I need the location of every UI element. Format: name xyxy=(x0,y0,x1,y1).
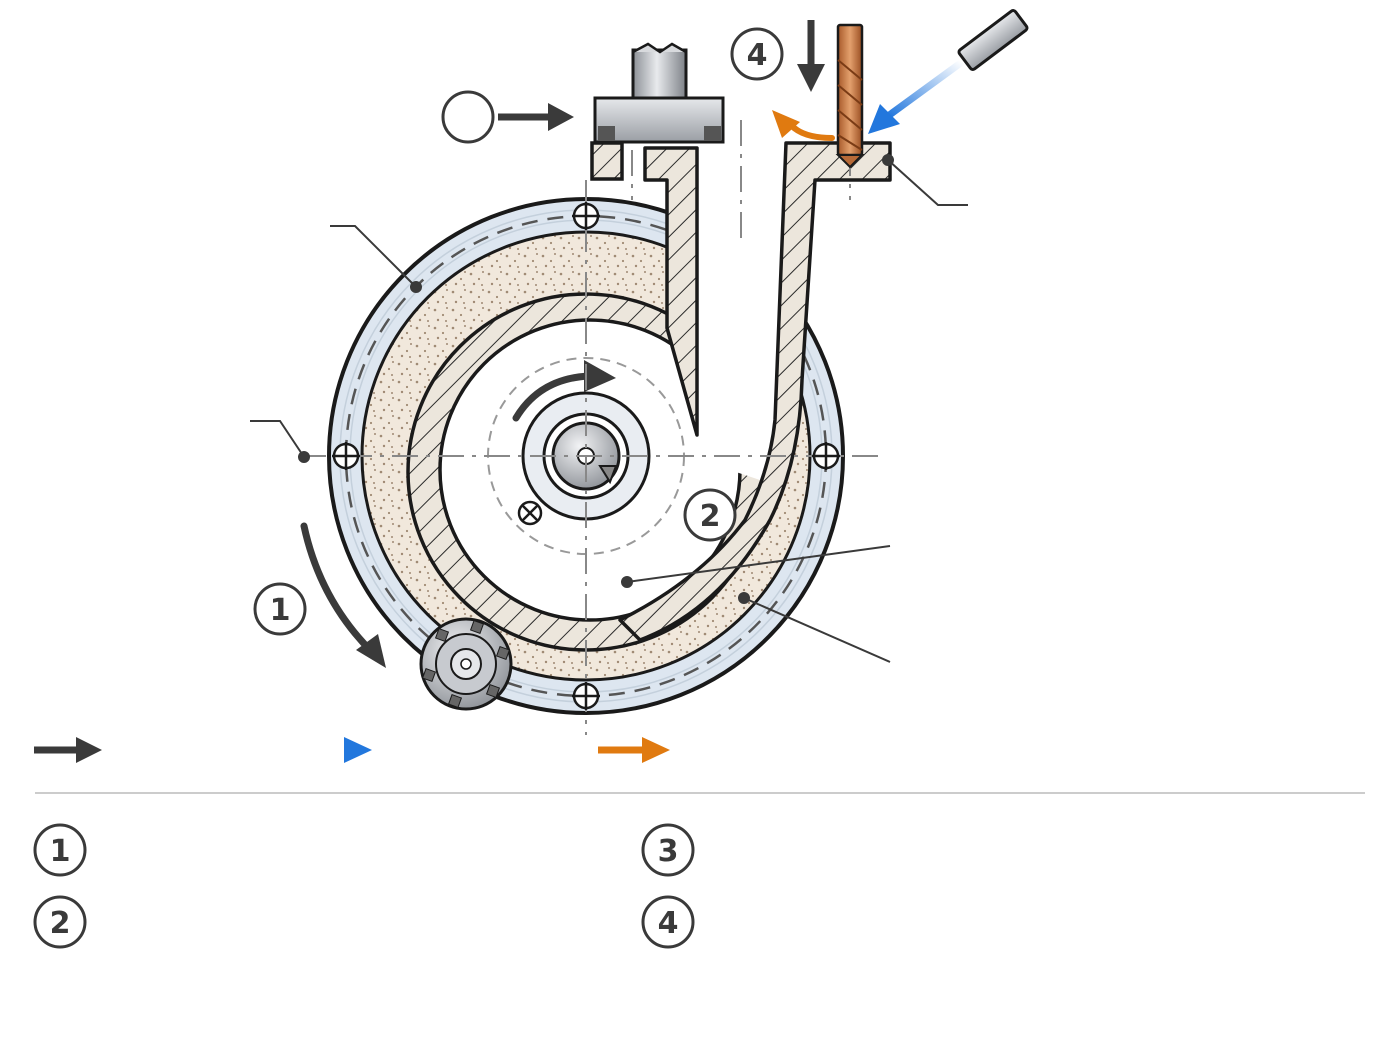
hub-key xyxy=(598,465,618,485)
marker-1: 1 xyxy=(253,582,307,636)
clamp-fixture xyxy=(593,42,725,144)
legend-arrow-orange xyxy=(598,737,670,763)
svg-text:2: 2 xyxy=(50,906,71,941)
drill-feed-arrow xyxy=(797,20,825,92)
feed-arrow-ring xyxy=(300,522,376,656)
arrow-legend xyxy=(34,737,670,763)
svg-text:2: 2 xyxy=(700,499,721,534)
leader-lines xyxy=(250,154,968,663)
chip-flow-arrow xyxy=(772,110,835,141)
marker-4: 4 xyxy=(730,27,784,81)
svg-text:4: 4 xyxy=(747,38,768,73)
coolant-nozzle xyxy=(957,9,1029,71)
milling-cutter xyxy=(419,617,513,711)
clamp-indicator xyxy=(441,90,574,144)
rotation-arrow xyxy=(512,372,594,422)
outlet-channel xyxy=(697,148,785,480)
outlet-left-wall xyxy=(643,146,699,437)
coolant-arrow xyxy=(868,58,966,134)
legend-arrow-dark xyxy=(34,737,102,763)
legend-item-1: 1 xyxy=(33,823,87,877)
legend-item-3: 3 xyxy=(641,823,695,877)
locating-holes xyxy=(332,202,840,710)
svg-text:3: 3 xyxy=(658,834,679,869)
drill-bit xyxy=(835,23,865,169)
svg-text:4: 4 xyxy=(658,906,679,941)
rotation-arrow-head xyxy=(584,360,616,392)
axis-into-page-icon xyxy=(517,500,543,526)
outlet-right-wall xyxy=(618,141,892,642)
feed-arrow-ring-head xyxy=(356,634,386,668)
legend-item-2: 2 xyxy=(33,895,87,949)
svg-text:1: 1 xyxy=(270,593,291,628)
legend-item-4: 4 xyxy=(641,895,695,949)
svg-text:1: 1 xyxy=(50,834,71,869)
numbered-legend: 1 2 3 4 xyxy=(33,823,695,949)
marker-2: 2 xyxy=(683,488,737,542)
legend-arrow-blue xyxy=(300,737,372,763)
left-flange xyxy=(590,141,624,181)
